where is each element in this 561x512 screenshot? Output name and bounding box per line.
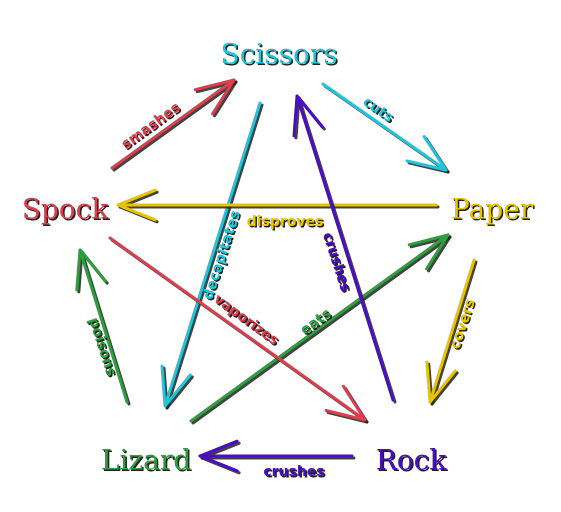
arrow-shaft <box>189 233 450 423</box>
arrowhead-shadow <box>195 80 238 118</box>
arrow-shaft <box>428 258 476 404</box>
node-label-shadow: Spock <box>23 194 111 227</box>
arrowhead-icon <box>160 364 192 408</box>
node-label: Scissors <box>220 38 337 71</box>
arrow-shaft <box>321 82 448 172</box>
arrowhead-icon <box>116 188 157 222</box>
arrowhead-icon <box>193 78 236 116</box>
edge-label: covers <box>447 297 478 351</box>
arrowhead-icon <box>425 360 457 404</box>
edge-label: vaporizes <box>211 291 282 349</box>
arrow-shaft <box>163 101 262 408</box>
arrowhead-icon <box>198 439 239 473</box>
arrow-shadow <box>430 260 478 406</box>
arrow-shaft <box>78 248 129 404</box>
edge-label: disproves <box>247 214 324 230</box>
arrowhead-icon <box>292 94 324 138</box>
arrow-shaft <box>108 236 367 422</box>
arrow-shaft <box>295 94 395 402</box>
arrowhead-shadow <box>162 366 194 410</box>
arrow-shadow <box>112 80 238 172</box>
node-label-shadow: Rock <box>377 445 449 478</box>
arrow-shaft <box>110 78 236 170</box>
arrowhead-icon <box>324 384 367 422</box>
arrowhead-icon <box>407 233 450 271</box>
node-label-shadow: Lizard <box>102 445 192 478</box>
arrow-shadow <box>165 103 264 410</box>
node-label: Rock <box>376 444 448 477</box>
arrowhead-shadow <box>427 362 459 406</box>
node-label: Lizard <box>101 444 191 477</box>
edge-label: crushes <box>263 464 324 480</box>
arrowhead-icon <box>405 135 448 172</box>
edge-label-shadow: crushes <box>265 466 326 482</box>
arrowhead-icon <box>75 248 107 292</box>
arrowhead-shadow <box>409 235 452 273</box>
node-label-shadow: Paper <box>452 194 535 227</box>
edge-label-shadow: disproves <box>248 216 325 232</box>
edge-label: poisons <box>85 316 119 379</box>
node-label-shadow: Scissors <box>222 39 339 72</box>
node-label: Paper <box>451 193 534 226</box>
arrow-shadow <box>191 235 452 425</box>
node-label: Spock <box>22 193 110 226</box>
